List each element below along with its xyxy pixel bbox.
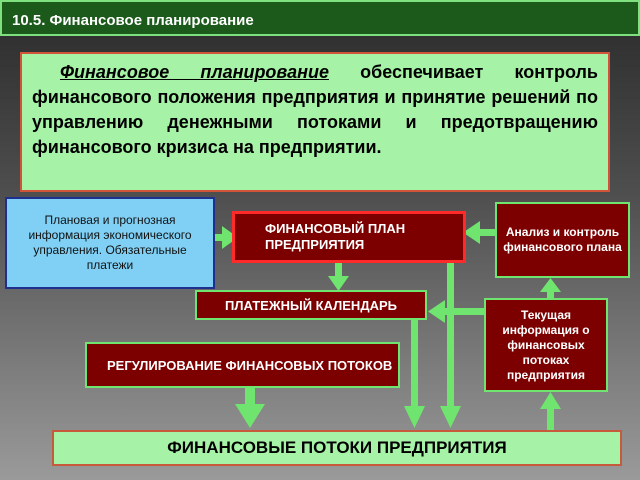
analysis-box: Анализ и контроль финансового плана [495,202,630,278]
current-info-box: Текущая информация о финансовых потоках … [484,298,608,392]
intro-body: обеспечивает контроль финансового положе… [32,62,599,157]
arrowhead-current-to-calendar [428,300,445,323]
current-info-label: Текущая информация о финансовых потоках … [502,307,590,382]
payment-calendar-box: ПЛАТЕЖНЫЙ КАЛЕНДАРЬ [195,290,427,320]
arrow-flows-to-current [547,408,554,430]
plan-info-label: Плановая и прогнозная информация экономи… [28,213,192,272]
slide-title: 10.5. Финансовое планирование [0,0,640,36]
financial-plan-box: ФИНАНСОВЫЙ ПЛАН ПРЕДПРИЯТИЯ [232,211,466,263]
arrow-regulation-to-flows [245,388,255,408]
financial-plan-label: ФИНАНСОВЫЙ ПЛАН ПРЕДПРИЯТИЯ [265,221,406,252]
arrowhead-calendar-to-flows [404,406,425,428]
intro-lead-term: Финансовое планирование [60,62,329,82]
arrow-calendar-to-flows [411,320,418,408]
arrow-current-to-analysis [547,290,554,298]
arrowhead-regulation-to-flows [235,404,265,428]
payment-calendar-label: ПЛАТЕЖНЫЙ КАЛЕНДАРЬ [225,297,397,313]
analysis-label: Анализ и контроль финансового плана [503,225,622,254]
intro-text-block: Финансовое планирование обеспечивает кон… [20,52,610,192]
arrowhead-analysis-to-finplan [463,221,480,244]
arrow-finplan-to-calendar [335,263,342,278]
financial-flows-box: ФИНАНСОВЫЕ ПОТОКИ ПРЕДПРИЯТИЯ [52,430,622,466]
arrowhead-plan-to-finplan [222,226,238,249]
arrowhead-current-to-analysis [540,278,561,292]
arrow-plan-to-finplan [215,234,227,241]
arrow-vertical-right-to-flows [447,242,454,408]
plan-info-box: Плановая и прогнозная информация экономи… [5,197,215,289]
arrowhead-flows-to-current [540,392,561,409]
arrowhead-finplan-to-calendar [328,276,349,291]
arrowhead-vertical-right-to-flows [440,406,461,428]
regulation-box: РЕГУЛИРОВАНИЕ ФИНАНСОВЫХ ПОТОКОВ [85,342,400,388]
regulation-label: РЕГУЛИРОВАНИЕ ФИНАНСОВЫХ ПОТОКОВ [107,357,393,373]
arrow-analysis-to-finplan [474,229,496,236]
arrow-current-to-calendar [441,308,484,315]
financial-flows-label: ФИНАНСОВЫЕ ПОТОКИ ПРЕДПРИЯТИЯ [167,438,507,457]
